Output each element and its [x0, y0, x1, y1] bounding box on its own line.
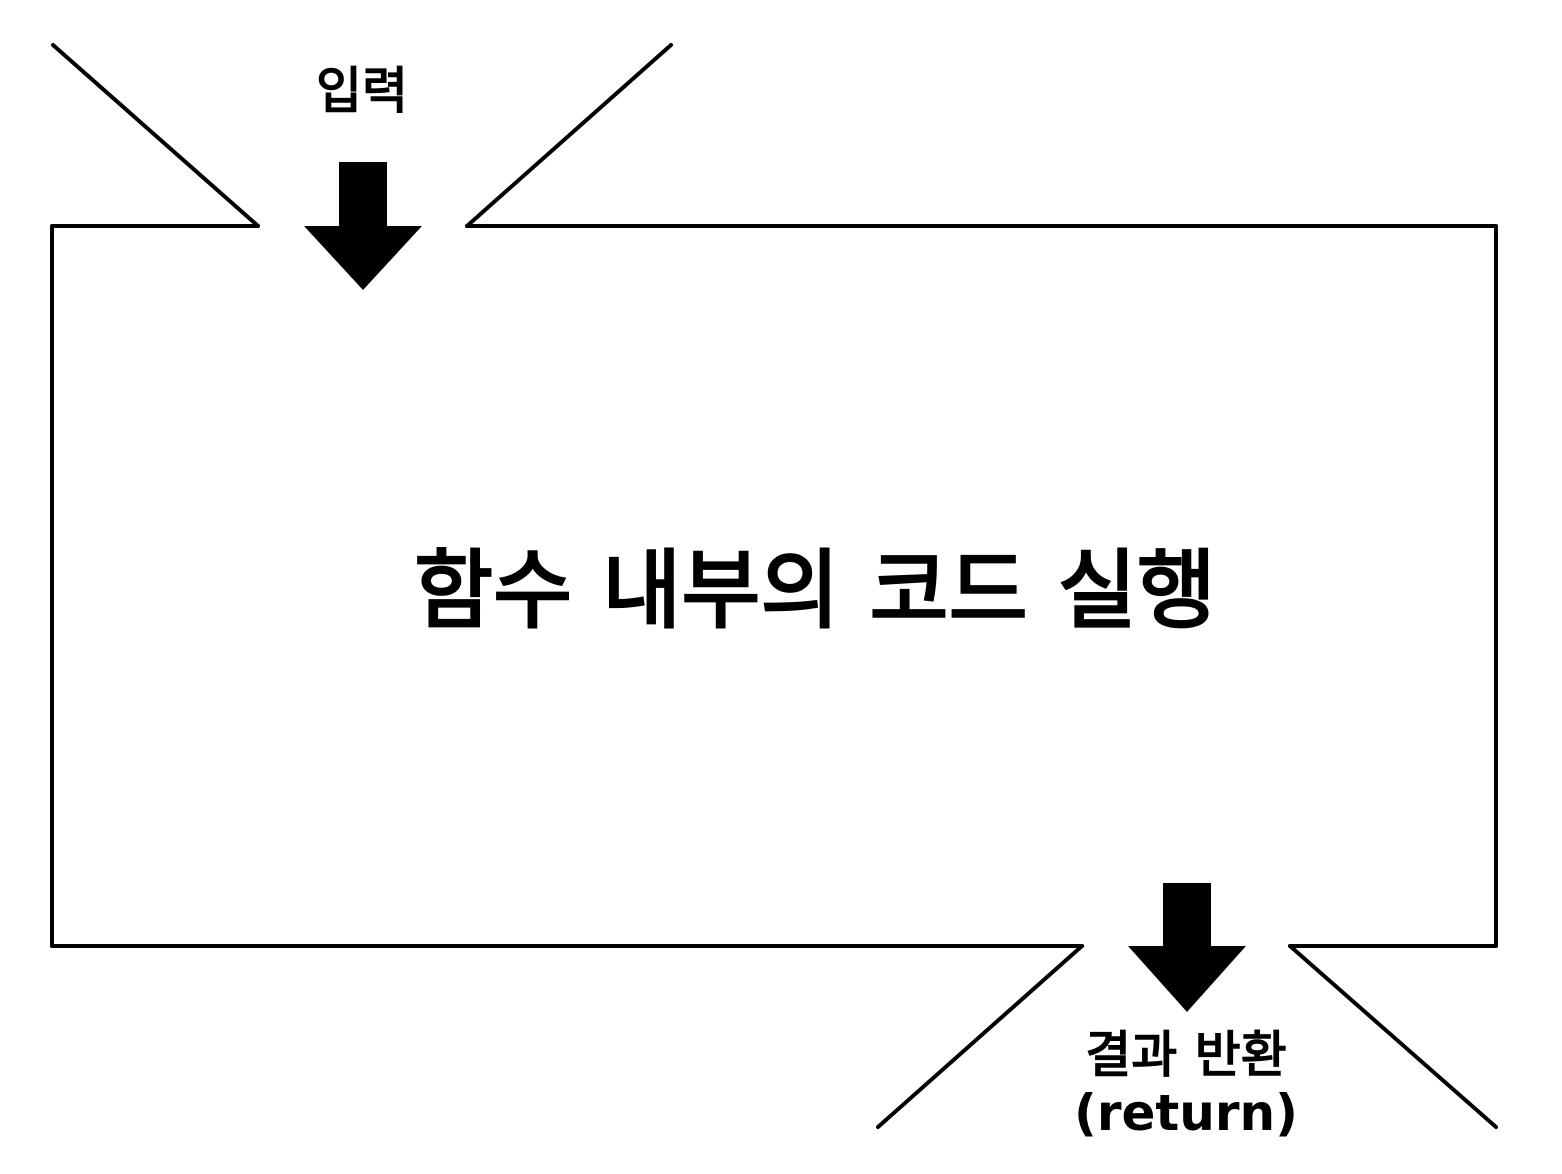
- input-funnel-left-line: [51, 43, 260, 228]
- output-label-line2: (return): [1074, 1084, 1298, 1142]
- box-top-left-edge: [50, 224, 1084, 948]
- input-funnel-right-line: [465, 43, 673, 228]
- output-funnel-left-line: [876, 944, 1084, 1129]
- output-label-line1: 결과 반환: [1085, 1026, 1286, 1084]
- output-arrow-icon: [1128, 883, 1246, 1012]
- input-arrow-icon: [304, 162, 422, 290]
- center-label: 함수 내부의 코드 실행: [414, 541, 1216, 641]
- box-top-right-edge: [465, 224, 1498, 948]
- input-label: 입력: [316, 62, 408, 120]
- output-funnel-right-line: [1288, 944, 1498, 1129]
